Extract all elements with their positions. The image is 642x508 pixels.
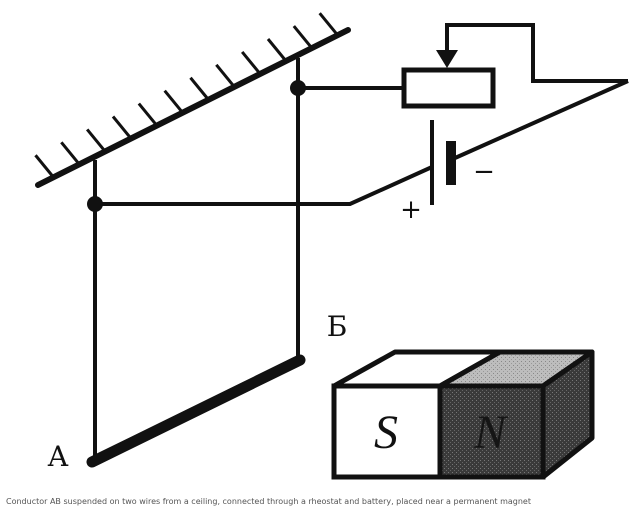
ceiling-hatch-mark — [292, 25, 313, 50]
ceiling-hatching — [34, 12, 339, 179]
ceiling-hatch-mark — [189, 76, 210, 101]
lead-wire-to-battery-minus — [454, 79, 629, 160]
point-a-label: А — [47, 440, 68, 473]
ceiling-hatch-mark — [86, 128, 107, 153]
ceiling-hatch-mark — [215, 63, 236, 88]
battery-minus-label: − — [473, 157, 495, 187]
permanent-magnet: S N — [331, 349, 595, 480]
battery: + − — [400, 120, 495, 225]
battery-plus-label: + — [400, 195, 422, 225]
figure-description: Conductor AB suspended on two wires from… — [6, 497, 531, 506]
ceiling-hatch-mark — [163, 89, 184, 114]
south-pole-label: S — [374, 406, 398, 459]
point-b-label: Б — [327, 310, 348, 343]
ceiling-hatch-mark — [318, 12, 339, 37]
rheostat-slider-arrow-icon — [436, 50, 458, 68]
ceiling-hatch-mark — [241, 50, 262, 75]
rheostat-slider-wire — [445, 23, 628, 83]
ceiling — [34, 12, 351, 188]
battery-negative-plate — [446, 141, 456, 185]
conductor-ab — [86, 354, 306, 468]
ceiling-hatch-mark — [111, 115, 133, 140]
lead-wire-to-battery-plus — [95, 165, 433, 206]
north-pole-label: N — [473, 406, 509, 459]
ceiling-hatch-mark — [266, 38, 288, 62]
ceiling-hatch-mark — [137, 102, 158, 127]
rheostat — [401, 23, 628, 109]
magnet-north-pole-face — [437, 383, 546, 480]
ceiling-hatch-mark — [34, 154, 55, 179]
rheostat-body — [401, 67, 496, 109]
ceiling-hatch-mark — [60, 141, 81, 166]
ceiling-line — [35, 27, 351, 188]
